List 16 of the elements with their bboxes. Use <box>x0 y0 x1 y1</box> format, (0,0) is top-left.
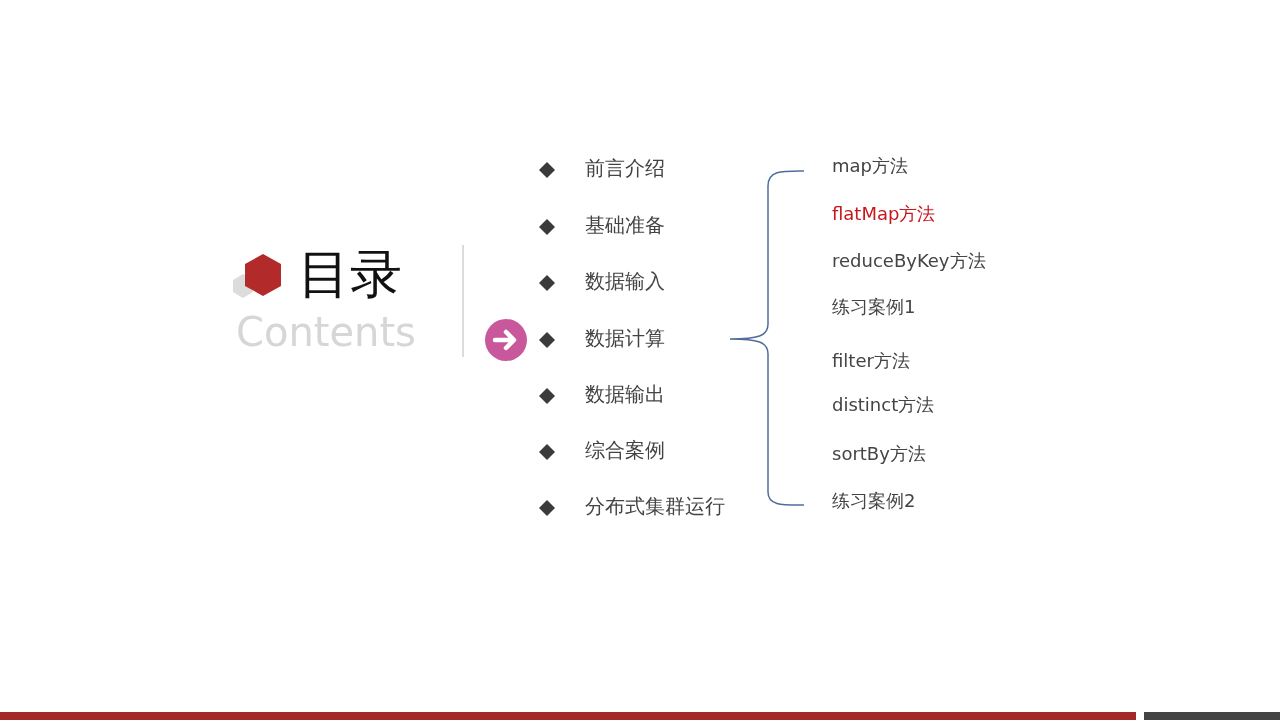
submenu-item: flatMap方法 <box>832 205 936 223</box>
title: 目录 <box>298 248 402 300</box>
menu-item: 基础准备 <box>585 215 665 235</box>
submenu-item: map方法 <box>832 157 908 175</box>
menu-item: 数据计算 <box>585 328 665 348</box>
menu-item: 数据输出 <box>585 384 665 404</box>
menu-item: 分布式集群运行 <box>585 496 725 516</box>
submenu-item: sortBy方法 <box>832 445 926 463</box>
submenu-item: 练习案例2 <box>832 492 916 510</box>
submenu-item: distinct方法 <box>832 396 935 414</box>
menu-item: 前言介绍 <box>585 158 665 178</box>
submenu-item: reduceByKey方法 <box>832 252 986 270</box>
submenu-item: 练习案例1 <box>832 298 916 316</box>
menu-item: 综合案例 <box>585 440 665 460</box>
menu-item: 数据输入 <box>585 271 665 291</box>
submenu-item: filter方法 <box>832 352 910 370</box>
